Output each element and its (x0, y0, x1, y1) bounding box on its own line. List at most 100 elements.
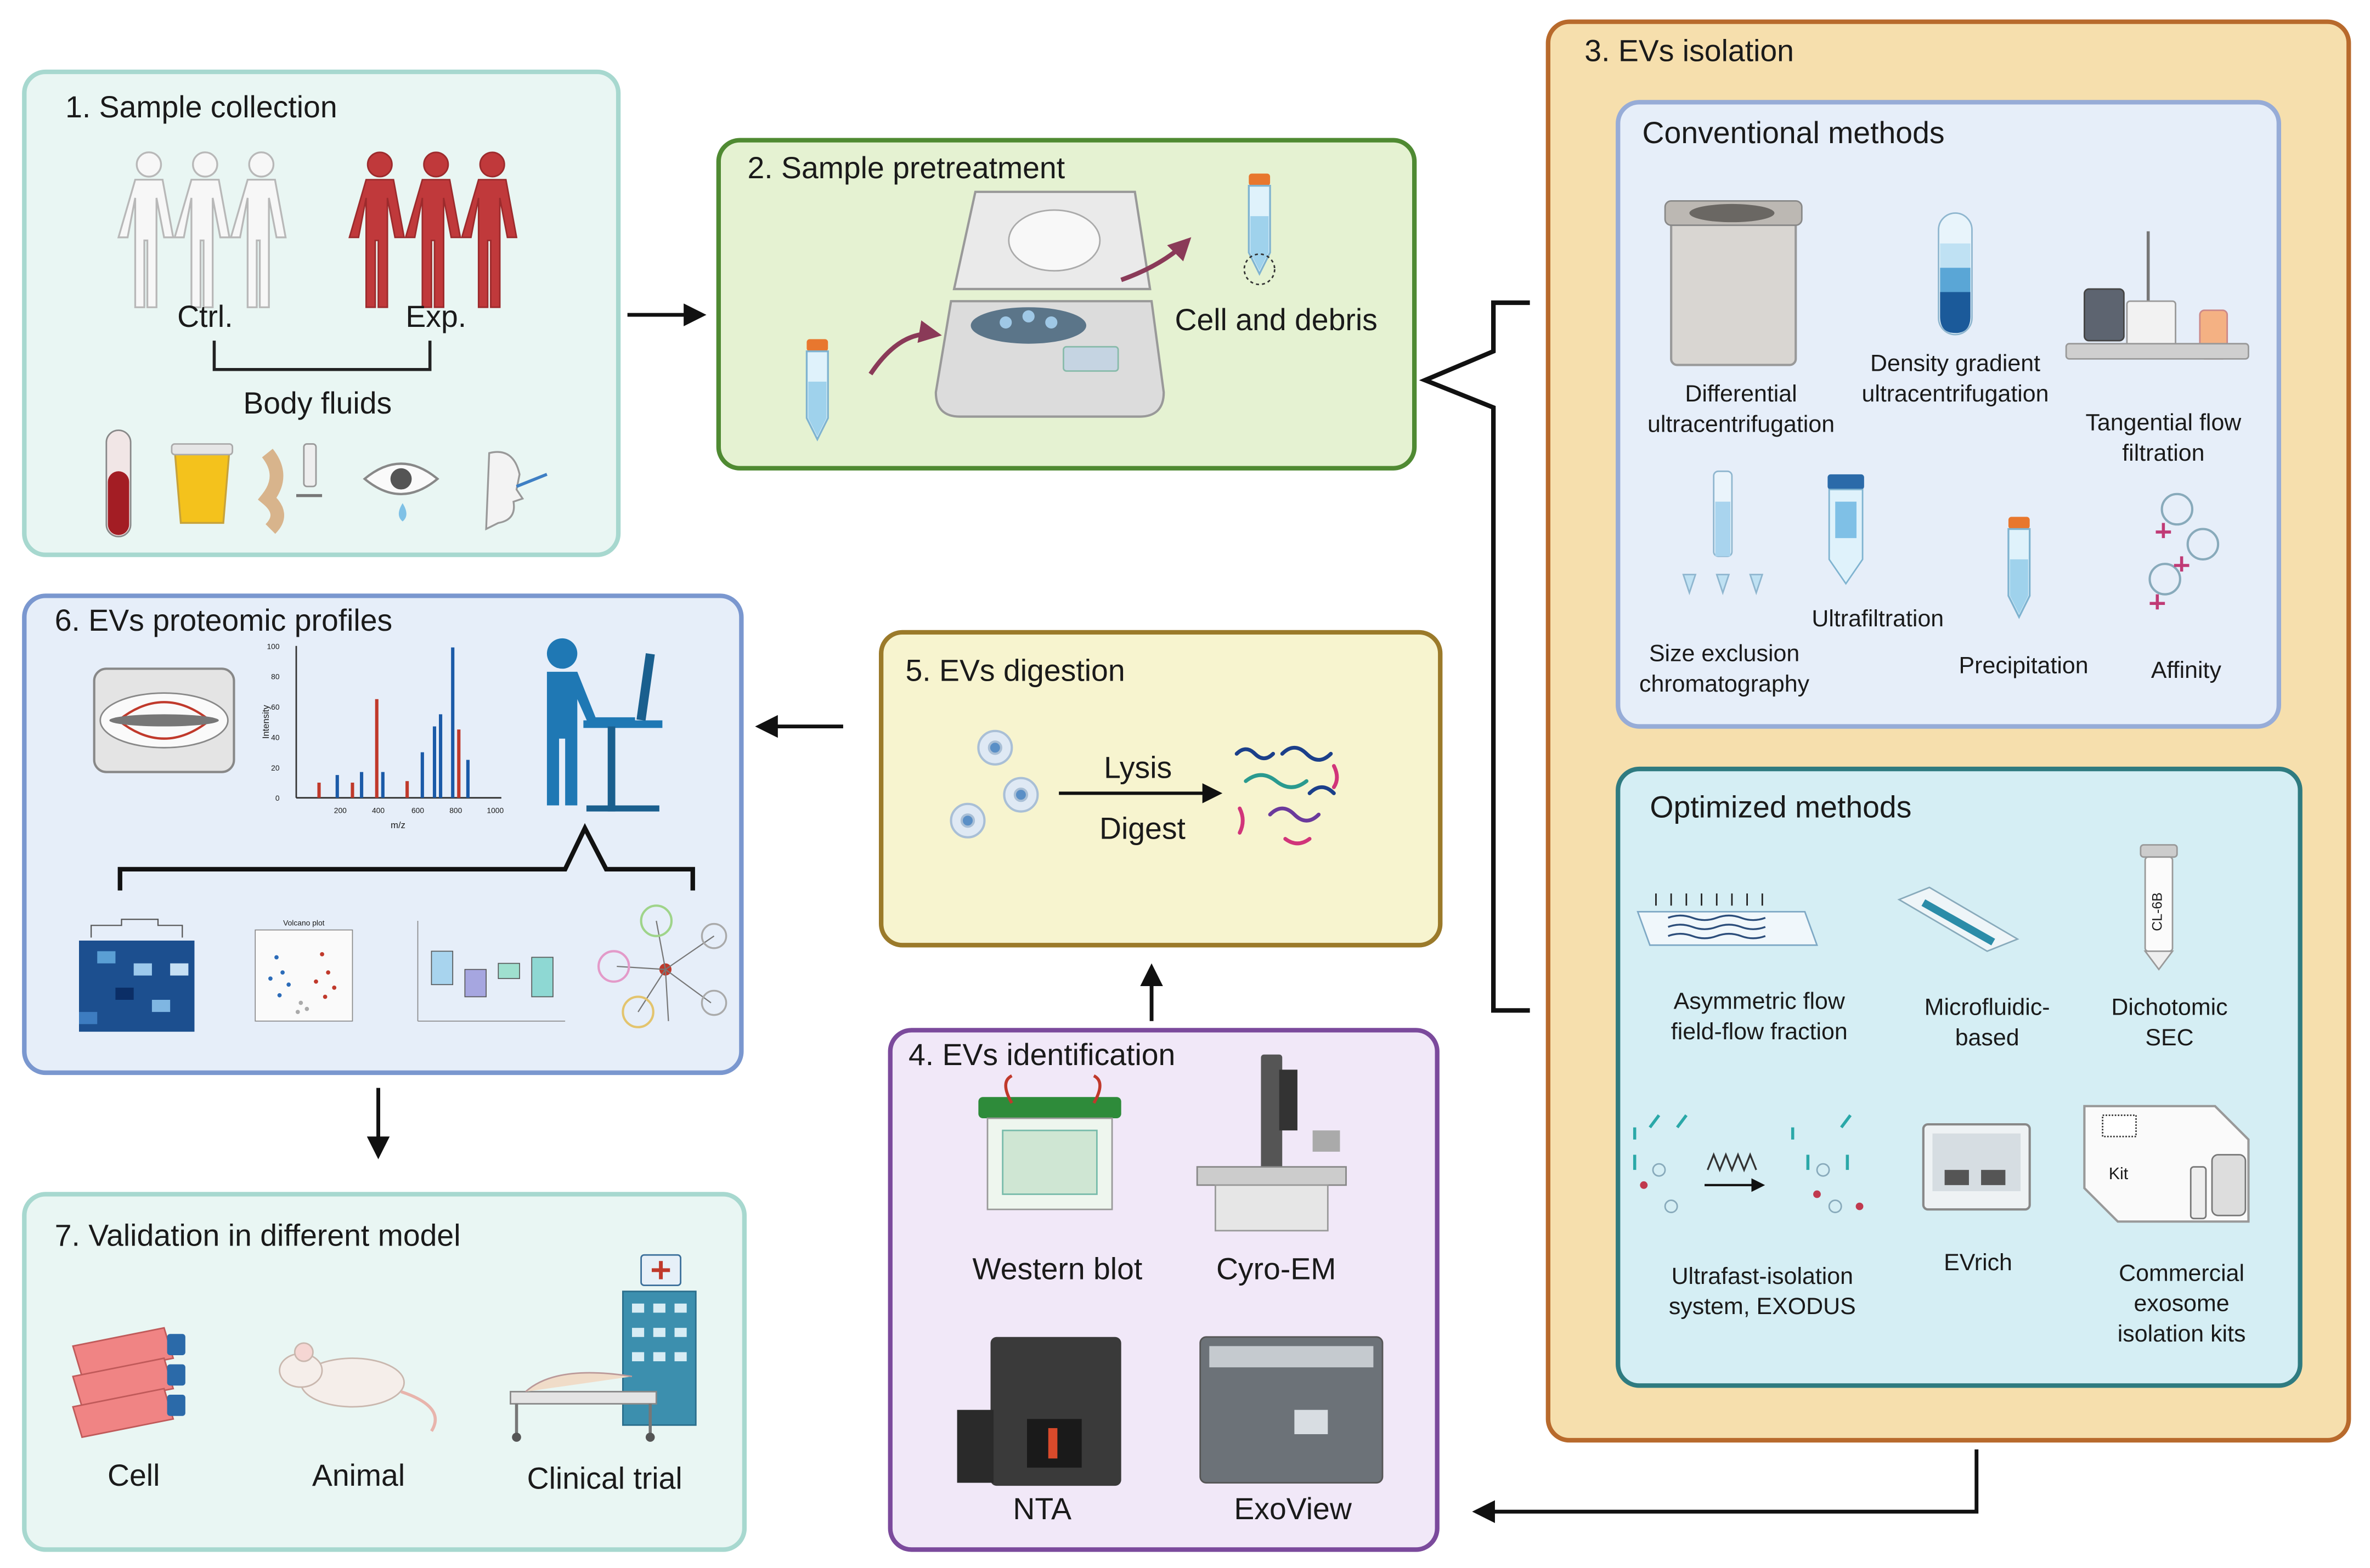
mouse-icon (279, 1342, 437, 1432)
ultrafiltration-label: Ultrafiltration (1812, 605, 1944, 632)
af4-label-1: Asymmetric flow (1674, 988, 1846, 1015)
exodus-label-2: system, EXODUS (1669, 1293, 1856, 1320)
panel-evs-digestion: 5. EVs digestion Lysis Digest (879, 630, 1443, 948)
precipitation-tube-icon (2007, 516, 2031, 618)
cl6b-label: CL-6B (2150, 892, 2165, 931)
precipitation-label: Precipitation (1959, 653, 2089, 679)
ms-xtick: 400 (372, 806, 385, 814)
orbitrap-analyzer-icon (93, 667, 235, 773)
volcano-plot-thumbnail: Volcano plot (255, 918, 353, 1022)
exodus-system-icon (1633, 1114, 1864, 1214)
peptide-fragments-icon (1234, 745, 1339, 846)
tangential-flow-label-2: filtration (2122, 440, 2204, 466)
panel-1-title: 1. Sample collection (65, 90, 337, 124)
commercial-label-2: exosome (2134, 1290, 2230, 1317)
heatmap-thumbnail (79, 919, 195, 1032)
cryo-em-microscope-icon (1196, 1054, 1347, 1232)
ms-ytick: 40 (271, 733, 280, 741)
western-blot-label: Western blot (972, 1252, 1142, 1286)
commercial-label-1: Commercial (2119, 1260, 2244, 1286)
curved-arrow-to-centrifuge (868, 320, 942, 376)
body-fluids-label: Body fluids (243, 386, 392, 420)
density-gradient-tube-icon (1938, 212, 1973, 336)
sample-tube-icon (805, 338, 829, 440)
microfluidic-label-2: based (1955, 1024, 2019, 1051)
panel-7-title: 7. Validation in different model (55, 1219, 461, 1253)
lysis-label: Lysis (1104, 751, 1172, 785)
ms-ytick: 0 (275, 794, 280, 802)
ctrl-label: Ctrl. (177, 299, 233, 333)
ultracentrifuge-icon (1664, 200, 1803, 366)
optimized-title: Optimized methods (1650, 790, 1911, 824)
exoview-instrument-icon (1199, 1336, 1384, 1484)
curved-arrow-to-tube (1120, 237, 1192, 282)
ms-ytick: 60 (271, 703, 280, 711)
panel-2-title: 2. Sample pretreatment (747, 151, 1065, 185)
digest-label: Digest (1099, 811, 1186, 845)
urine-cup-icon (171, 443, 234, 524)
ms-xlabel: m/z (391, 820, 405, 830)
ms-ytick: 20 (271, 763, 280, 772)
panel-4-title: 4. EVs identification (909, 1038, 1175, 1072)
ultrafiltration-tube-icon (1827, 474, 1864, 585)
dichotomic-label-1: Dichotomic (2111, 994, 2227, 1021)
ms-ytick: 100 (267, 642, 279, 650)
conventional-title: Conventional methods (1643, 116, 1945, 150)
cryo-em-label: Cyro-EM (1216, 1252, 1336, 1286)
volcano-title: Volcano plot (283, 918, 325, 927)
mass-spectrum-chart: 100 80 60 40 20 0 200 400 600 800 1000 m… (261, 642, 504, 830)
exoview-label: ExoView (1234, 1492, 1352, 1526)
centrifuge-icon (934, 190, 1165, 418)
exp-label: Exp. (405, 299, 466, 333)
validation-animal-label: Animal (312, 1458, 405, 1492)
cell-debris-label: Cell and debris (1175, 303, 1377, 337)
cell-culture-flasks-icon (72, 1327, 185, 1439)
dichotomic-sec-column-icon: CL-6B (2140, 844, 2178, 971)
af4-label-2: field-flow fraction (1671, 1018, 1848, 1045)
sec-label-1: Size exclusion (1649, 640, 1799, 666)
affinity-label: Affinity (2151, 657, 2222, 683)
commercial-kit-icon: Kit (2083, 1105, 2250, 1223)
microfluidic-label-1: Microfluidic- (1925, 994, 2050, 1021)
af4-channel-icon (1637, 893, 1818, 946)
eye-tear-icon (363, 462, 439, 522)
hospital-bed-patient-icon (510, 1372, 657, 1442)
affinity-beads-icon (2148, 493, 2220, 610)
ms-ylabel: Intensity (261, 705, 271, 739)
panel-3-title: 3. EVs isolation (1584, 34, 1794, 68)
validation-clinical-label: Clinical trial (527, 1462, 682, 1496)
western-blot-tank-icon (978, 1074, 1121, 1210)
panel-sample-collection: 1. Sample collection Ctrl. Exp. Body flu… (22, 69, 621, 557)
validation-cell-label: Cell (108, 1458, 160, 1492)
ms-xtick: 600 (411, 806, 424, 814)
ms-xtick: 1000 (487, 806, 504, 814)
ms-peaks (317, 647, 470, 798)
ms-xtick: 800 (449, 806, 462, 814)
panel-5-title: 5. EVs digestion (905, 653, 1125, 687)
kit-label: Kit (2109, 1164, 2129, 1183)
evrich-instrument-icon (1922, 1123, 2031, 1211)
differential-uc-label-2: ultracentrifugation (1647, 411, 1835, 437)
body-fluids-bracket (212, 341, 432, 371)
evrich-label: EVrich (1944, 1249, 2012, 1276)
panel-6-title: 6. EVs proteomic profiles (55, 603, 393, 637)
researcher-at-workstation-icon (546, 638, 663, 812)
sec-label-2: chromatography (1639, 671, 1810, 697)
panel-evs-isolation: 3. EVs isolation Conventional methods Di… (1545, 19, 2351, 1443)
debris-tube-icon (1248, 172, 1271, 275)
saliva-swab-icon (485, 451, 548, 531)
panel-evs-identification: 4. EVs identification Western blot Cyro-… (888, 1028, 1440, 1552)
exodus-label-1: Ultrafast-isolation (1672, 1263, 1853, 1289)
density-gradient-label-1: Density gradient (1870, 350, 2040, 377)
tangential-flow-system-icon (2065, 231, 2249, 360)
analysis-bracket (117, 823, 695, 891)
commercial-label-3: isolation kits (2118, 1321, 2246, 1347)
panel-validation: 7. Validation in different model Cell An… (22, 1192, 747, 1552)
panel-evs-proteomic-profiles: 6. EVs proteomic profiles 100 80 60 40 2… (22, 593, 744, 1075)
ev-vesicles-icon (950, 729, 1039, 839)
nta-label: NTA (1013, 1492, 1071, 1526)
dichotomic-label-2: SEC (2145, 1024, 2193, 1051)
spinal-fluid-icon (258, 443, 323, 534)
